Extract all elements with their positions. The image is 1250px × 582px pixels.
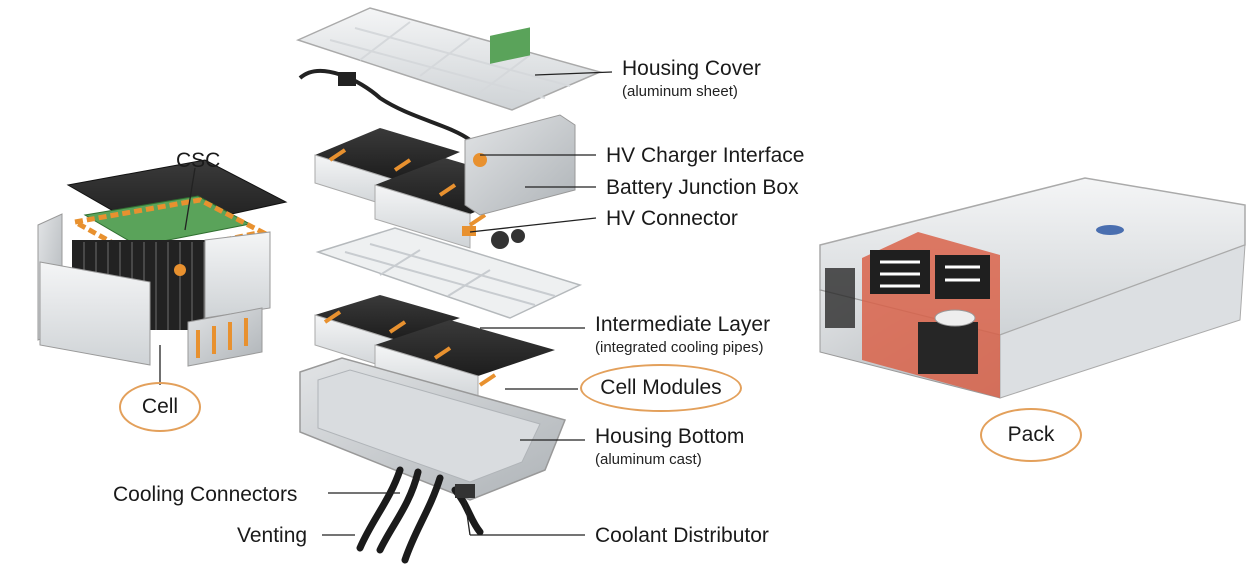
pack-exploded	[295, 7, 603, 564]
label-cell-modules: Cell Modules	[600, 376, 722, 399]
label-housing-bottom-sub: (aluminum cast)	[595, 451, 702, 468]
housing-cover-part	[295, 7, 603, 111]
cell-modules-part	[314, 295, 555, 405]
label-battery-junction-box: Battery Junction Box	[606, 176, 799, 199]
label-coolant-distributor: Coolant Distributor	[595, 524, 769, 547]
label-cooling-connectors: Cooling Connectors	[113, 483, 298, 506]
coolant-distributor-part	[455, 484, 475, 498]
label-pack: Pack	[1007, 423, 1055, 446]
cell-module-exploded	[37, 159, 288, 367]
label-venting: Venting	[237, 524, 308, 547]
highlight-ring-cell-modules: Cell Modules	[580, 364, 742, 412]
label-housing-cover: Housing Cover	[622, 57, 761, 80]
highlight-ring-cell: Cell	[119, 382, 201, 432]
label-cell: Cell	[141, 395, 179, 418]
intermediate-layer-part	[315, 227, 583, 319]
label-csc: CSC	[176, 149, 221, 172]
label-housing-cover-sub: (aluminum sheet)	[622, 83, 738, 100]
label-intermediate-layer-sub: (integrated cooling pipes)	[595, 339, 764, 356]
label-hv-charger-interface: HV Charger Interface	[606, 144, 805, 167]
pack-assembled	[819, 177, 1246, 399]
label-intermediate-layer: Intermediate Layer	[595, 313, 771, 336]
highlight-ring-pack: Pack	[980, 408, 1082, 462]
label-housing-bottom: Housing Bottom	[595, 425, 745, 448]
label-hv-connector: HV Connector	[606, 207, 738, 230]
cooling-hoses-part	[356, 466, 484, 564]
leader-lines	[159, 71, 613, 536]
battery-junction-box-part	[464, 114, 576, 216]
